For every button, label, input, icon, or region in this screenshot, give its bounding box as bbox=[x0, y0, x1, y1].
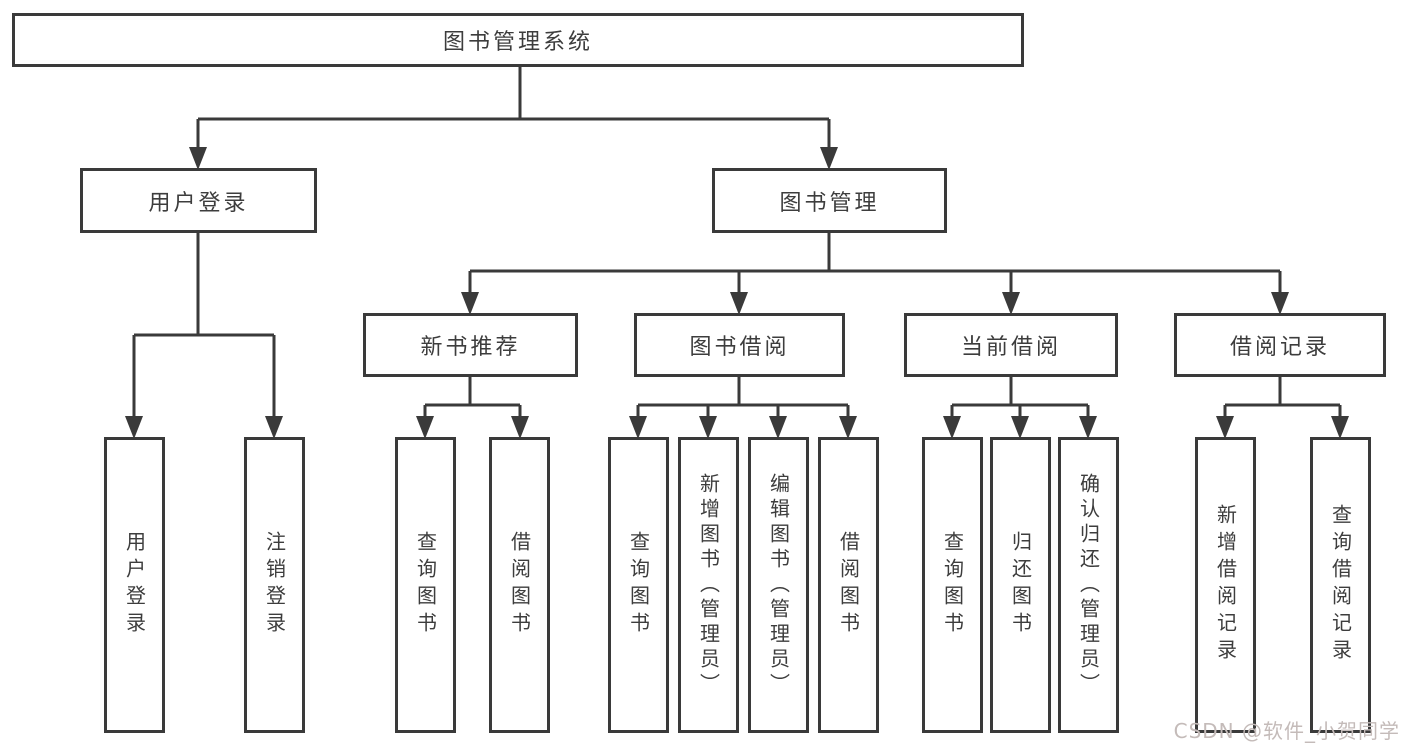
node-borrow-records-label: 借阅记录 bbox=[1229, 335, 1330, 360]
node-new-book-recommend-label: 新书推荐 bbox=[420, 335, 521, 360]
leaf-edit-books-admin-label: 编辑图书（管理员） bbox=[766, 472, 791, 698]
node-current-borrow: 当前借阅 bbox=[904, 313, 1118, 377]
csdn-watermark: CSDN @软件_小贺同学 bbox=[1173, 719, 1400, 743]
node-user-login: 用户登录 bbox=[80, 168, 317, 233]
leaf-add-books-admin: 新增图书（管理员） bbox=[678, 437, 739, 733]
leaf-query-borrow-record-label: 查询借阅记录 bbox=[1328, 504, 1353, 666]
leaf-logout-label: 注销登录 bbox=[262, 531, 287, 639]
leaf-edit-books-admin: 编辑图书（管理员） bbox=[748, 437, 809, 733]
leaf-borrow-books-recommend-label: 借阅图书 bbox=[507, 531, 532, 639]
node-book-management: 图书管理 bbox=[712, 168, 947, 233]
leaf-user-login: 用户登录 bbox=[104, 437, 165, 733]
leaf-confirm-return-admin: 确认归还（管理员） bbox=[1058, 437, 1119, 733]
node-book-borrow-label: 图书借阅 bbox=[689, 335, 790, 360]
leaf-query-books-current-label: 查询图书 bbox=[940, 531, 965, 639]
node-root-label: 图书管理系统 bbox=[442, 30, 593, 55]
leaf-add-borrow-record-label: 新增借阅记录 bbox=[1213, 504, 1238, 666]
leaf-add-borrow-record: 新增借阅记录 bbox=[1195, 437, 1256, 733]
node-current-borrow-label: 当前借阅 bbox=[960, 335, 1061, 360]
leaf-query-books-borrow-label: 查询图书 bbox=[626, 531, 651, 639]
node-root: 图书管理系统 bbox=[12, 13, 1024, 67]
leaf-query-books-current: 查询图书 bbox=[922, 437, 983, 733]
leaf-user-login-label: 用户登录 bbox=[122, 531, 147, 639]
leaf-confirm-return-admin-label: 确认归还（管理员） bbox=[1076, 472, 1101, 698]
leaf-logout: 注销登录 bbox=[244, 437, 305, 733]
leaf-query-books-recommend: 查询图书 bbox=[395, 437, 456, 733]
leaf-query-books-borrow: 查询图书 bbox=[608, 437, 669, 733]
leaf-add-books-admin-label: 新增图书（管理员） bbox=[696, 472, 721, 698]
leaf-borrow-books: 借阅图书 bbox=[818, 437, 879, 733]
leaf-query-borrow-record: 查询借阅记录 bbox=[1310, 437, 1371, 733]
node-borrow-records: 借阅记录 bbox=[1174, 313, 1386, 377]
node-new-book-recommend: 新书推荐 bbox=[363, 313, 578, 377]
node-user-login-label: 用户登录 bbox=[148, 190, 249, 216]
leaf-borrow-books-recommend: 借阅图书 bbox=[489, 437, 550, 733]
leaf-query-books-recommend-label: 查询图书 bbox=[413, 531, 438, 639]
node-book-borrow: 图书借阅 bbox=[634, 313, 845, 377]
leaf-return-books: 归还图书 bbox=[990, 437, 1051, 733]
node-book-management-label: 图书管理 bbox=[779, 190, 880, 216]
leaf-return-books-label: 归还图书 bbox=[1008, 531, 1033, 639]
leaf-borrow-books-label: 借阅图书 bbox=[836, 531, 861, 639]
